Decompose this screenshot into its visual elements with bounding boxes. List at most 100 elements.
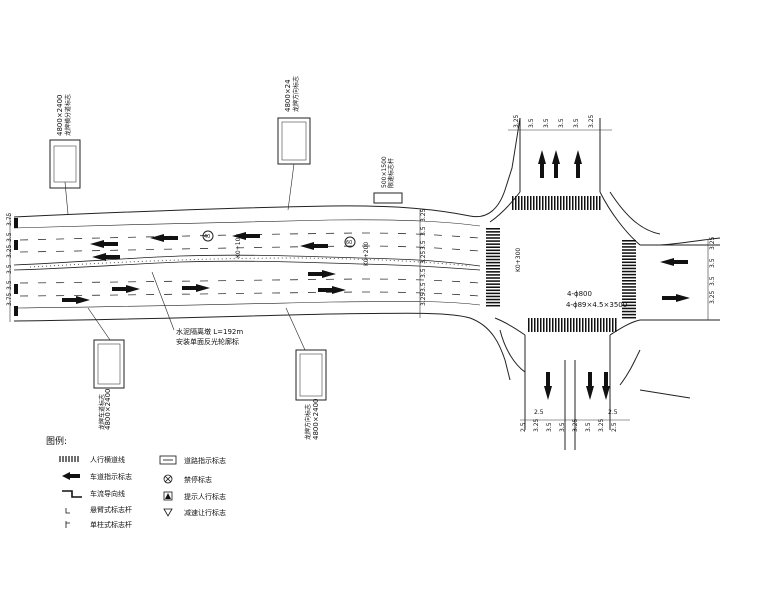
legend-label: 悬臂式标志杆 xyxy=(90,505,132,514)
crosswalk-stripe xyxy=(486,289,500,292)
crosswalk-north xyxy=(512,196,601,210)
sign-size: 4800×2400 xyxy=(312,399,320,441)
dimension-label: 3.25 xyxy=(420,208,427,222)
crosswalk-stripe xyxy=(606,318,608,332)
speed-limit-value: 40 xyxy=(204,234,210,240)
crosswalk-stripe xyxy=(594,318,596,332)
crosswalk-stripe xyxy=(622,295,636,297)
crosswalk-stripe xyxy=(563,196,565,210)
dimension-label: 3.5 xyxy=(585,422,592,432)
crosswalk-icon xyxy=(59,456,79,462)
crosswalk-stripe xyxy=(622,246,636,248)
lane-arrow-icon xyxy=(62,472,80,480)
pedestrian-sign-icon xyxy=(163,491,173,501)
dimension-label: 2.5 xyxy=(608,409,618,416)
dimension-label: 3.25 xyxy=(709,236,716,250)
sign-note: 龙牌车道标志 xyxy=(98,394,106,430)
crosswalk-stripe xyxy=(615,318,617,332)
crosswalk-stripe xyxy=(486,298,500,301)
crosswalk-stripe xyxy=(597,318,599,332)
legend: 图例: 人行横道线 车道指示标志 车流导向线 悬臂式标志杆 单柱式标志杆 xyxy=(46,435,226,529)
legend-label: 人行横道线 xyxy=(90,455,125,464)
crosswalk-stripe xyxy=(599,196,601,210)
crosswalk-stripe xyxy=(622,280,636,282)
no-parking-icon xyxy=(163,474,173,484)
legend-label: 道路指示标志 xyxy=(184,456,226,465)
dimension-label: 3.5 xyxy=(6,280,13,290)
lane-arrow xyxy=(182,284,210,292)
crosswalk-stripe xyxy=(545,196,547,210)
crosswalk-stripe xyxy=(531,318,533,332)
crosswalk-stripe xyxy=(596,196,598,210)
crosswalk-stripe xyxy=(486,277,500,279)
dimension-label: 3.25 xyxy=(513,114,520,128)
sign-size: 4800×2400 xyxy=(56,95,64,137)
crosswalk-stripe xyxy=(486,258,500,261)
dimension-label: 3.5 xyxy=(709,258,716,268)
lane-arrow xyxy=(574,150,582,178)
lane-arrow xyxy=(232,232,260,240)
crosswalk-stripe xyxy=(566,196,568,210)
crosswalk-stripe xyxy=(521,196,523,210)
dimension-label: 3.5 xyxy=(420,282,427,292)
crosswalk-stripe xyxy=(622,243,636,245)
crosswalk-stripe xyxy=(486,261,500,264)
crosswalk-stripe xyxy=(536,196,538,210)
dimension-label: 2.5 xyxy=(534,409,544,416)
dimension-label: 2.5 xyxy=(611,422,618,432)
junction-note: 4-ϕ800 xyxy=(567,290,592,298)
junction-arrows xyxy=(538,150,690,400)
crosswalk-stripe xyxy=(622,267,636,270)
junction xyxy=(489,118,721,450)
dimension-label: 3.5 xyxy=(6,232,13,242)
crosswalk-stripe xyxy=(486,252,500,255)
sign-e: 500×1500 限速标志杆 xyxy=(373,156,403,204)
crosswalk-stripe xyxy=(622,273,636,276)
median-note: 安装单面反光轮廓标 xyxy=(176,337,239,346)
dimension-label: 3.25 xyxy=(6,244,13,258)
crosswalk-stripe xyxy=(587,196,589,210)
crosswalk-stripe xyxy=(622,301,636,304)
lane-dashes xyxy=(19,232,481,297)
lane-arrow xyxy=(112,285,140,293)
yield-icon xyxy=(163,508,173,517)
crosswalk-stripe xyxy=(622,289,636,291)
legend-label: 车道指示标志 xyxy=(90,472,132,481)
crosswalk-stripe xyxy=(540,318,542,332)
road-sign-icon xyxy=(159,455,177,465)
edge-markers xyxy=(14,218,18,316)
crosswalk-stripe xyxy=(622,258,636,260)
crosswalk-stripe xyxy=(486,237,500,239)
crosswalk-stripe xyxy=(530,196,532,210)
crosswalk-stripe xyxy=(564,318,566,332)
sign-b: 4800×24 龙牌方向标志 xyxy=(277,76,311,211)
crosswalk-stripe xyxy=(515,196,517,210)
crosswalk-stripe xyxy=(486,231,500,233)
lane-arrow xyxy=(552,150,560,178)
crosswalk-stripe xyxy=(622,270,636,273)
crosswalk-stripe xyxy=(584,196,586,210)
crosswalk-stripe xyxy=(486,274,500,276)
dimension-label: 3.25 xyxy=(709,290,716,304)
road-edges xyxy=(13,117,521,381)
dimension-label: 3.25 xyxy=(572,418,579,432)
sign-d: 4800×2400 龙牌方向标志 xyxy=(285,307,327,441)
lane-width-labels-mid: 3.253.53.53.253.53.53.25 xyxy=(420,208,427,306)
speed-limit-value: 60 xyxy=(346,240,352,246)
crosswalk-stripe xyxy=(622,298,636,300)
crosswalk-stripe xyxy=(600,318,602,332)
crosswalk-stripe xyxy=(622,240,636,242)
chainage-label: K0+300 xyxy=(515,248,522,272)
crosswalk-west xyxy=(486,228,500,307)
crosswalk-stripe xyxy=(622,261,636,264)
crosswalk-stripe xyxy=(591,318,593,332)
crosswalk-stripe xyxy=(555,318,557,332)
crosswalk-stripe xyxy=(622,316,636,319)
lane-arrow xyxy=(538,150,546,178)
dimension-label: 3.5 xyxy=(546,422,553,432)
speed-limit-markers xyxy=(202,230,356,248)
cantilever-pole-icon xyxy=(65,508,70,514)
crosswalk-stripe xyxy=(528,318,530,332)
